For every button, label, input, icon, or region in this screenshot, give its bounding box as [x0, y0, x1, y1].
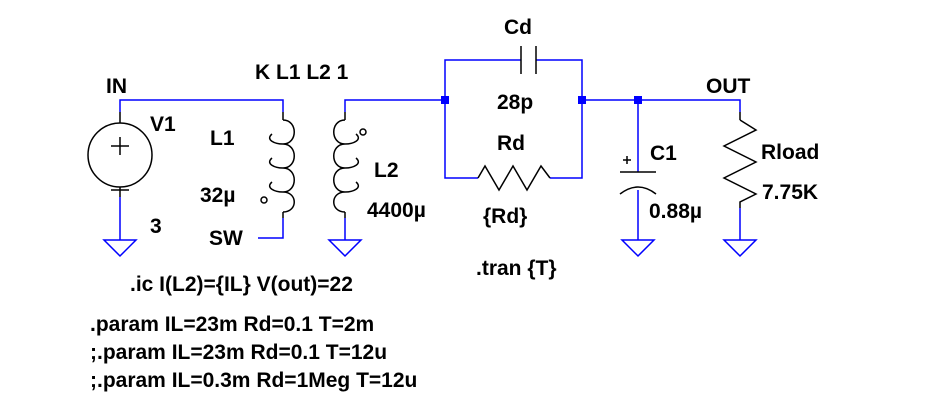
cd-name-label[interactable]: Cd [504, 16, 532, 39]
v1-name-label[interactable]: V1 [150, 113, 176, 136]
inductor-coil [333, 119, 360, 213]
wire-cd-right[interactable] [536, 59, 583, 100]
resistor-rd[interactable] [477, 164, 551, 192]
rd-value-label[interactable]: {Rd} [483, 205, 527, 228]
wire-rd-left[interactable] [444, 100, 478, 179]
inductor-coil [268, 119, 295, 213]
ground-icon [102, 239, 138, 258]
rload-name-label[interactable]: Rload [761, 141, 819, 164]
ground-icon [620, 239, 656, 258]
capacitor-plate-curved [619, 186, 657, 195]
param-directive[interactable]: .param IL=23m Rd=0.1 T=2m [90, 313, 374, 336]
ic-directive[interactable]: .ic I(L2)={IL} V(out)=22 [130, 273, 353, 296]
l2-value-label[interactable]: 4400µ [367, 199, 426, 222]
junctions [441, 96, 642, 104]
tran-directive[interactable]: .tran {T} [476, 257, 557, 280]
polarity-dot [260, 196, 268, 204]
polarity-dot [359, 128, 367, 136]
wire-l2-top[interactable] [344, 99, 445, 112]
l2-name-label[interactable]: L2 [374, 159, 399, 182]
rload-value-label[interactable]: 7.75K [762, 181, 818, 204]
voltage-source-v1[interactable] [87, 112, 153, 197]
ground-icon [327, 239, 363, 258]
c1-value-label[interactable]: 0.88µ [649, 200, 702, 223]
cd-value-label[interactable]: 28p [497, 91, 533, 114]
resistor-rload[interactable] [722, 112, 758, 208]
wires [119, 59, 741, 240]
junction-node[interactable] [634, 96, 642, 104]
wire-out[interactable] [582, 99, 741, 112]
grounds [102, 239, 758, 258]
labels: IN OUT V1 3 K L1 L2 1 L1 32µ SW L2 4400µ… [90, 16, 819, 392]
capacitor-cd[interactable] [520, 46, 537, 74]
capacitor-c1[interactable] [619, 156, 657, 195]
param-directive-commented[interactable]: ;.param IL=23m Rd=0.1 T=12u [90, 341, 387, 364]
c1-name-label[interactable]: C1 [650, 142, 677, 165]
resistor-zigzag [477, 164, 551, 192]
wire-cd-left[interactable] [444, 59, 521, 100]
ground-icon [722, 239, 758, 258]
rd-name-label[interactable]: Rd [497, 132, 525, 155]
coupling-directive[interactable]: K L1 L2 1 [255, 61, 349, 84]
param-directive-commented[interactable]: ;.param IL=0.3m Rd=1Meg T=12u [90, 369, 417, 392]
v1-value-label[interactable]: 3 [150, 215, 162, 238]
junction-node[interactable] [578, 96, 586, 104]
wire-rd-right[interactable] [550, 100, 583, 179]
sw-net-label[interactable]: SW [209, 227, 243, 250]
net-label-in[interactable]: IN [106, 75, 127, 98]
inductor-l2[interactable] [333, 112, 367, 218]
inductor-l1[interactable] [260, 112, 295, 218]
l1-name-label[interactable]: L1 [210, 127, 235, 150]
wire-sw[interactable] [258, 218, 284, 239]
resistor-zigzag [722, 119, 758, 208]
wire-in[interactable] [119, 99, 284, 112]
net-label-out[interactable]: OUT [706, 75, 751, 98]
junction-node[interactable] [441, 96, 449, 104]
l1-value-label[interactable]: 32µ [200, 184, 235, 207]
